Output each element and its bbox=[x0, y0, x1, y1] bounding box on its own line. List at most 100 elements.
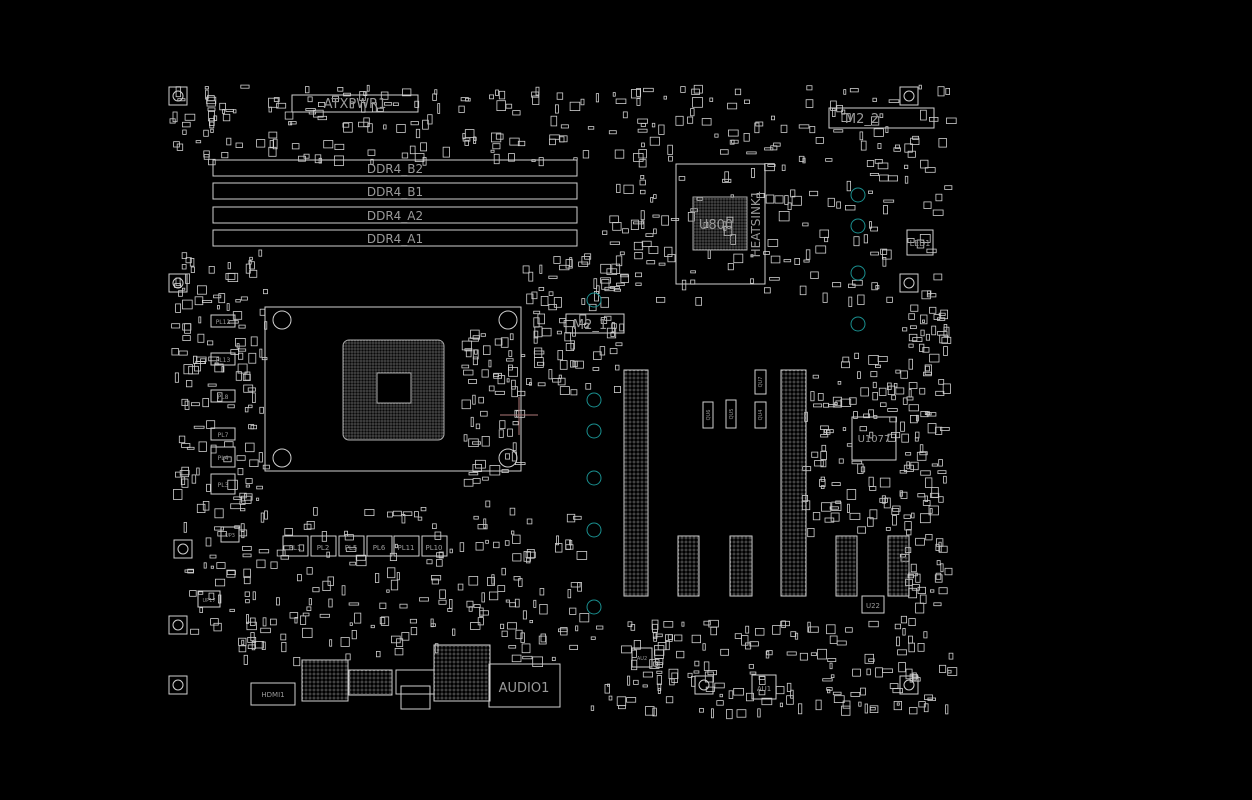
smd-part bbox=[185, 273, 190, 284]
smd-part bbox=[504, 540, 510, 546]
choke-pl5[interactable]: PL5 bbox=[338, 535, 365, 557]
smd-part bbox=[506, 378, 510, 383]
smd-part bbox=[588, 303, 597, 312]
header-2[interactable] bbox=[729, 535, 753, 597]
smd-part bbox=[920, 513, 931, 524]
smd-part bbox=[908, 358, 913, 370]
smd-part bbox=[910, 563, 917, 573]
mosfet-qu5[interactable]: QU5 bbox=[725, 399, 737, 429]
lan-port[interactable] bbox=[433, 644, 491, 702]
choke-pl11[interactable]: PL11 bbox=[393, 535, 420, 557]
smd-part bbox=[224, 441, 234, 448]
smd-part bbox=[240, 523, 245, 532]
smd-part bbox=[326, 551, 330, 558]
smd-part bbox=[242, 373, 251, 381]
au1-chip[interactable]: AU1 bbox=[751, 674, 777, 700]
choke-pl2[interactable]: PL2 bbox=[310, 535, 337, 557]
smd-part bbox=[345, 653, 351, 661]
choke-pl12[interactable]: PL12 bbox=[210, 314, 236, 328]
cpu-socket[interactable] bbox=[264, 306, 522, 472]
mosfet-qu7[interactable]: QU7 bbox=[754, 369, 767, 395]
m2-2-slot[interactable]: M2_2 bbox=[828, 107, 935, 129]
smd-part bbox=[198, 441, 207, 452]
u22-chip[interactable]: U22 bbox=[861, 595, 885, 614]
header-3[interactable] bbox=[835, 535, 858, 597]
header-1[interactable] bbox=[677, 535, 700, 597]
audio-jack[interactable]: AUDIO1 bbox=[488, 663, 561, 708]
smd-part bbox=[550, 115, 558, 127]
smd-part bbox=[633, 640, 642, 650]
au2-chip[interactable]: AU2 bbox=[631, 647, 653, 668]
smd-part bbox=[312, 587, 320, 593]
standoff-hole bbox=[586, 599, 602, 615]
smd-part bbox=[172, 489, 183, 500]
up17-chip[interactable]: UP17 bbox=[197, 590, 221, 608]
smd-part bbox=[432, 93, 437, 101]
smd-part bbox=[900, 370, 908, 379]
smd-part bbox=[195, 140, 202, 144]
smd-part bbox=[633, 679, 639, 685]
superio-chip[interactable]: U1077 bbox=[851, 416, 897, 461]
smd-part bbox=[464, 129, 475, 139]
smd-part bbox=[198, 591, 204, 595]
smd-part bbox=[553, 297, 562, 308]
choke-pl6[interactable]: PL6 bbox=[366, 535, 393, 557]
smd-part bbox=[635, 272, 643, 278]
smd-part bbox=[649, 136, 660, 146]
chipset-heatsink[interactable]: U800 HEATSINK1 bbox=[675, 163, 766, 285]
choke-pl3[interactable]: PL3 bbox=[210, 473, 236, 495]
smd-part bbox=[920, 329, 925, 337]
smd-part bbox=[614, 149, 625, 159]
pcie-slot-1[interactable] bbox=[623, 369, 649, 597]
smd-part bbox=[829, 506, 839, 510]
dimm-slot-a2[interactable]: DDR4_A2 bbox=[212, 206, 578, 224]
standoff-hole bbox=[586, 522, 602, 538]
smd-part bbox=[514, 409, 526, 418]
smd-part bbox=[657, 642, 667, 651]
dimm-slot-b2[interactable]: DDR4_B2 bbox=[212, 159, 578, 177]
choke-pl13[interactable]: PL13 bbox=[210, 352, 236, 366]
smd-part bbox=[770, 145, 778, 151]
smd-part bbox=[600, 317, 608, 324]
smd-part bbox=[655, 662, 663, 668]
smd-part bbox=[835, 500, 842, 504]
dimm-slot-a1[interactable]: DDR4_A1 bbox=[212, 229, 578, 247]
smd-part bbox=[908, 404, 919, 412]
usb-port[interactable] bbox=[395, 669, 435, 710]
smd-part bbox=[258, 249, 263, 257]
smd-part bbox=[249, 269, 258, 278]
choke-pl8[interactable]: PL8 bbox=[210, 389, 236, 403]
smd-part bbox=[733, 688, 744, 696]
vga-port[interactable] bbox=[301, 659, 349, 702]
mosfet-qu6[interactable]: QU6 bbox=[702, 401, 714, 429]
dimm-slot-b1[interactable]: DDR4_B1 bbox=[212, 182, 578, 200]
smd-part bbox=[313, 507, 318, 516]
atx-power-connector[interactable]: ATXPWR1 bbox=[291, 94, 419, 113]
smd-part bbox=[638, 149, 647, 159]
choke-pl1[interactable]: PL1 bbox=[282, 535, 309, 557]
smd-part bbox=[493, 153, 500, 165]
smd-part bbox=[918, 701, 926, 708]
smd-part bbox=[923, 371, 932, 377]
choke-pl4[interactable]: PL4 bbox=[210, 446, 236, 468]
smd-part bbox=[841, 113, 851, 122]
smd-part bbox=[898, 662, 906, 673]
smd-part bbox=[214, 363, 224, 373]
choke-pl7[interactable]: PL7 bbox=[210, 427, 236, 441]
mosfet-qu4[interactable]: QU4 bbox=[754, 401, 767, 429]
pcie-slot-2[interactable] bbox=[780, 369, 807, 597]
smd-part bbox=[869, 486, 877, 491]
hdmi-port[interactable]: HDMI1 bbox=[250, 682, 296, 706]
smd-part bbox=[880, 402, 887, 407]
smd-part bbox=[590, 636, 596, 640]
atx-power-label: ATXPWR1 bbox=[324, 97, 387, 112]
up3-chip[interactable]: UP3 bbox=[220, 526, 240, 543]
led1[interactable]: LED1 bbox=[906, 229, 934, 256]
dvi-port[interactable] bbox=[348, 669, 393, 696]
choke-pl10[interactable]: PL10 bbox=[421, 535, 448, 557]
smd-part bbox=[539, 264, 543, 274]
m2-1-slot[interactable]: M2_1 bbox=[565, 313, 625, 334]
header-4[interactable] bbox=[887, 535, 910, 597]
au2-label: AU2 bbox=[637, 656, 647, 662]
